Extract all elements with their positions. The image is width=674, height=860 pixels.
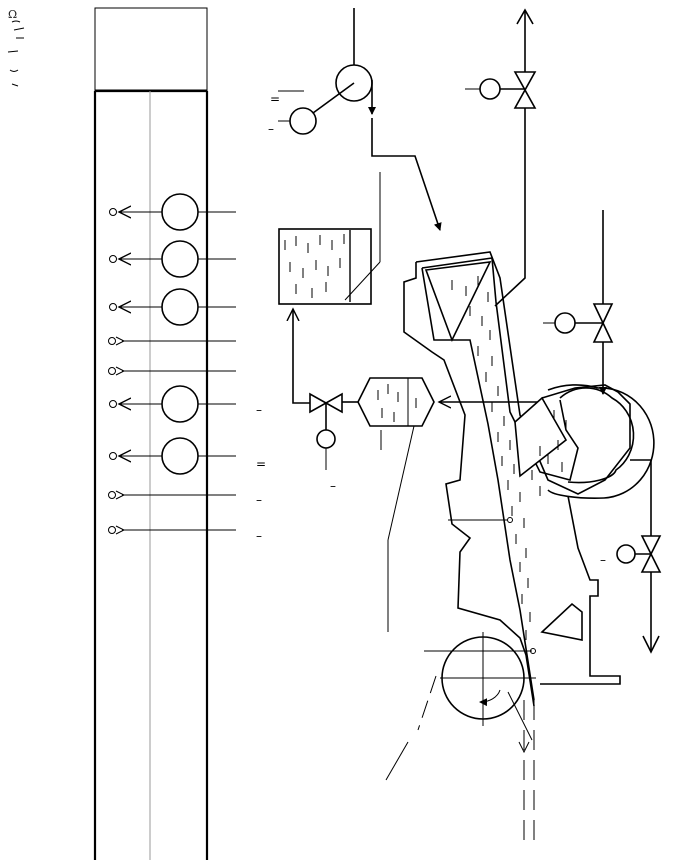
gauge-row	[109, 437, 236, 475]
actuator-icon	[616, 544, 636, 564]
gauge-row	[109, 193, 236, 231]
actuator-icon	[479, 78, 501, 100]
actuator-icon	[554, 312, 576, 334]
breast-roll	[385, 632, 536, 848]
drain-valve	[616, 459, 662, 654]
gauge-row	[109, 288, 236, 326]
pointer-row	[108, 525, 236, 535]
pointer-row	[108, 336, 236, 346]
separator-body	[357, 377, 435, 427]
mark-7: –	[330, 479, 336, 493]
mark-1: –	[256, 403, 262, 417]
mark-3: –	[256, 493, 262, 507]
separator	[293, 310, 545, 632]
pointer-row	[108, 490, 236, 500]
gauge-dial	[161, 193, 199, 231]
return-chamber	[547, 384, 655, 499]
motor-icon	[289, 107, 317, 135]
liquid-fill	[451, 276, 567, 640]
gauge-row	[109, 385, 236, 423]
mark-6: –	[268, 122, 274, 136]
sensor-icon	[507, 517, 513, 523]
mark-4: –	[256, 529, 262, 543]
pointer-row	[108, 366, 236, 376]
mark-2: =	[256, 457, 266, 471]
feed-pump	[278, 8, 442, 231]
vent-valve	[465, 8, 537, 307]
valve-icon	[513, 71, 537, 109]
corner-symbol: Ω	[8, 8, 17, 21]
mark-8: –	[600, 553, 606, 567]
slice-lip	[540, 495, 621, 685]
panel-header-box	[94, 7, 208, 91]
gauge-row	[109, 240, 236, 278]
control-panel	[93, 7, 236, 860]
mark-5: =	[270, 92, 280, 106]
overflow-tank	[278, 172, 381, 305]
corner-note: Ω	[7, 8, 25, 87]
tank-box	[278, 228, 372, 305]
inlet-valve	[543, 210, 614, 395]
headbox	[403, 251, 631, 707]
actuator-icon	[316, 429, 336, 449]
